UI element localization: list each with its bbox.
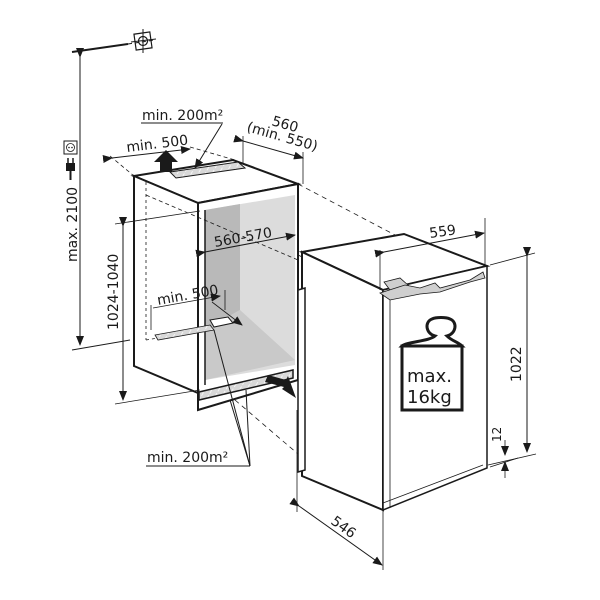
airflow-in-arrow [265, 375, 296, 398]
weight-line2-label: 16kg [407, 387, 452, 408]
appliance-width-label: 559 [428, 222, 457, 242]
vent-bottom-area-label: min. 200m² [147, 450, 228, 466]
vent-top-depth-label: min. 500 [126, 133, 190, 156]
appliance-width-dimension: 559 [374, 218, 486, 290]
target-crosshair-icon [130, 29, 157, 53]
max-height-label: max. 2100 [65, 187, 81, 262]
appliance-height-label: 1022 [509, 346, 525, 382]
power-socket-icon [63, 140, 78, 155]
appliance-height-dimension: 1022 [487, 247, 537, 466]
weight-line1-label: max. [407, 366, 452, 387]
power-plug-icon [66, 158, 75, 180]
niche-width-label: 560 [270, 113, 300, 136]
niche-height-label: 1024-1040 [106, 254, 122, 330]
weight-icon: max. 16kg [398, 316, 466, 412]
niche-height-dimension: 1024-1040 [106, 210, 201, 405]
refrigerator-appliance [297, 232, 491, 512]
vent-bottom-area-callout: min. 200m² [146, 329, 251, 467]
vent-top-depth-dimension: min. 500 [102, 133, 236, 177]
plinth-offset-label: 12 [490, 427, 504, 442]
plinth-offset-dimension: 12 [489, 427, 519, 478]
vent-top-area-callout: min. 200m² [141, 108, 223, 169]
vent-top-area-label: min. 200m² [142, 108, 223, 124]
